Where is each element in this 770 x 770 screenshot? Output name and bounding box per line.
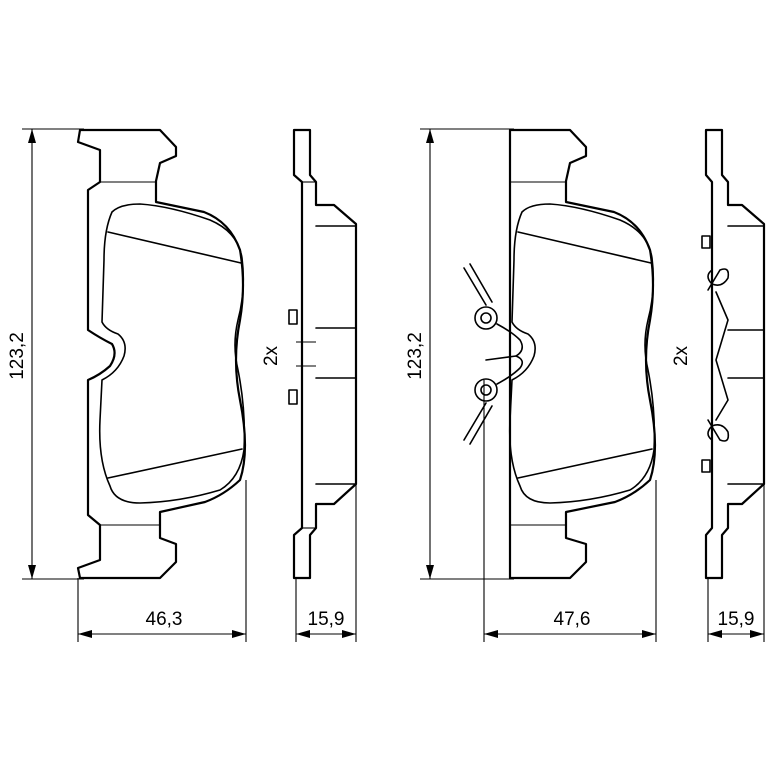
left-quantity-label: 2x	[261, 345, 282, 366]
left-height-label: 123,2	[7, 332, 28, 380]
right-pad-front-view	[463, 128, 657, 580]
right-quantity-label: 2x	[671, 345, 692, 366]
right-pad-side-view	[701, 128, 766, 580]
left-width-label: 46,3	[146, 609, 183, 630]
left-pad-side-view	[288, 128, 358, 580]
right-width-label: 47,6	[554, 609, 591, 630]
right-thickness-dimension: 15,9	[707, 484, 765, 642]
left-thickness-dimension: 15,9	[295, 484, 357, 642]
left-height-dimension: 123,2	[7, 128, 84, 580]
left-thickness-label: 15,9	[308, 609, 345, 630]
wear-spring-lower	[463, 355, 524, 445]
right-height-dimension: 123,2	[405, 128, 514, 580]
wear-spring-upper	[463, 263, 524, 361]
right-width-dimension: 47,6	[483, 380, 657, 642]
right-thickness-label: 15,9	[718, 609, 755, 630]
left-pad-front-view	[76, 128, 247, 580]
right-height-label: 123,2	[405, 332, 426, 380]
left-width-dimension: 46,3	[77, 480, 247, 642]
